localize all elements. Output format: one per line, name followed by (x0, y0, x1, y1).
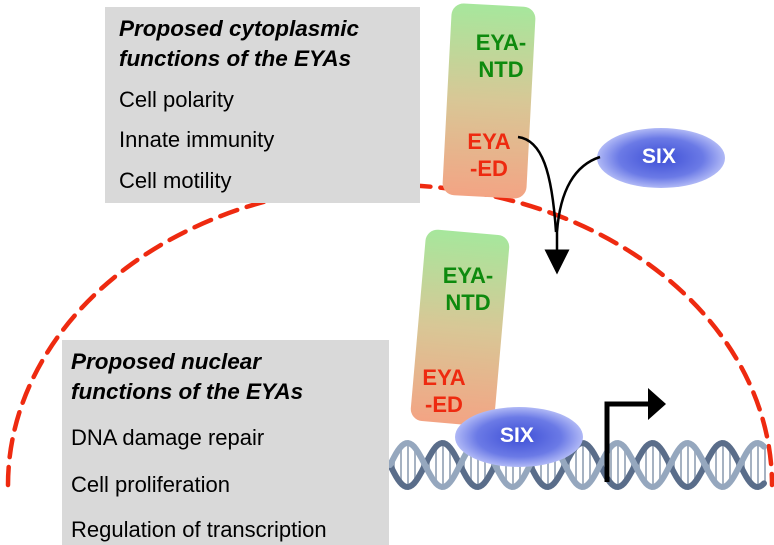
transcription-arrow (604, 401, 650, 482)
transcription-arrowhead (648, 388, 666, 420)
eya-bottom-ntd-label-line2: NTD (445, 290, 491, 315)
cytoplasmic-item: Cell polarity (119, 87, 234, 112)
cytoplasmic-title-line1: Proposed cytoplasmic (119, 16, 360, 41)
eya-bottom-ntd-label-line1: EYA- (442, 263, 494, 288)
eya-bottom-ed-label-line1: EYA (422, 365, 466, 390)
nuclear-item: Regulation of transcription (71, 517, 327, 542)
six-protein-top (597, 128, 725, 188)
eya-protein-bottom (410, 229, 510, 427)
binding-curve-six (544, 155, 601, 275)
six-bottom-label: SIX (500, 424, 534, 447)
nuclear-title-line1: Proposed nuclear (71, 349, 262, 374)
nuclear-functions-box: Proposed nuclear functions of the EYAs D… (62, 340, 389, 545)
nuclear-item: DNA damage repair (71, 425, 265, 450)
cytoplasmic-functions-box: Proposed cytoplasmic functions of the EY… (105, 7, 420, 203)
eya-bottom-ed-label-line2: -ED (425, 392, 463, 417)
eya-top-ntd-label-line1: EYA- (475, 30, 527, 55)
nuclear-title-line2: functions of the EYAs (71, 379, 304, 404)
eya-top-ed-label-line1: EYA (467, 129, 511, 154)
cytoplasmic-title-line2: functions of the EYAs (119, 46, 352, 71)
six-top-label: SIX (642, 145, 676, 168)
cytoplasmic-item: Innate immunity (119, 127, 275, 152)
nuclear-item: Cell proliferation (71, 472, 230, 497)
cytoplasmic-item: Cell motility (119, 168, 232, 193)
dna-helix (387, 439, 767, 491)
eya-top-ed-label-line2: -ED (470, 156, 508, 181)
eya-protein-top (442, 3, 536, 199)
eya-top-ntd-label-line2: NTD (478, 57, 524, 82)
binding-curve-eya (517, 135, 558, 233)
six-protein-bottom (455, 407, 583, 467)
